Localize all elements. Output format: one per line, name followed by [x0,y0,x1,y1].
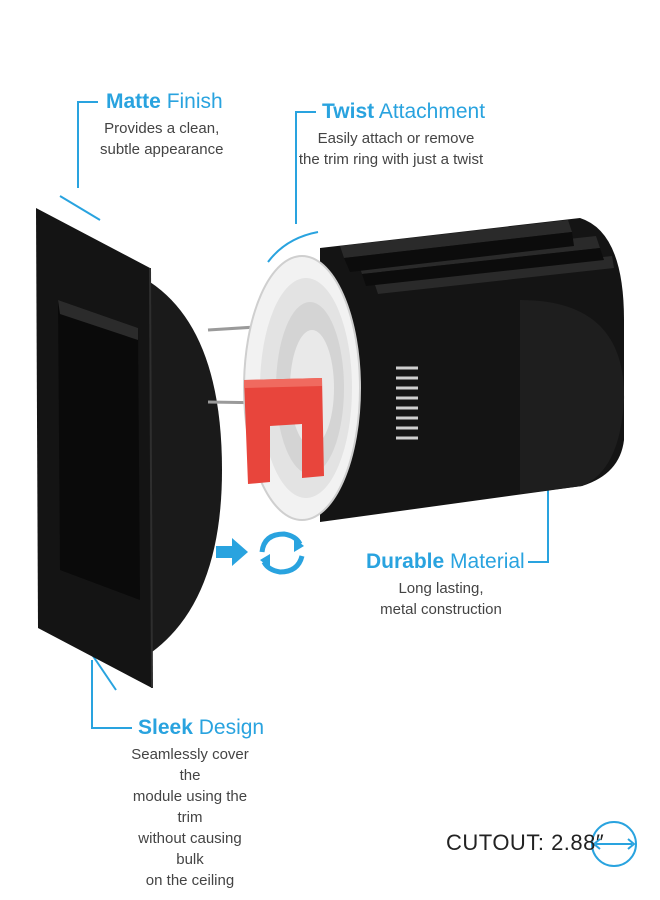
spring-coil [396,366,418,440]
callout-desc: Easily attach or remove the trim ring wi… [299,128,484,170]
callout-title: Twist Attachment [322,100,485,124]
led-module [243,218,625,522]
cutout-value: 2.88″ [551,830,605,855]
callout-title-light: Design [198,716,265,739]
callout-sleek-design: Sleek Design Seamlessly cover the module… [131,716,264,891]
desc-line: metal construction [380,601,502,618]
leader-twist [295,111,316,224]
cutout-spec: CUTOUT: 2.88″ [446,830,604,856]
callout-title-light: Attachment [378,100,486,123]
cutout-label: CUTOUT: [446,830,545,855]
callout-title-bold: Durable [366,550,445,573]
callout-title-bold: Twist [322,100,375,123]
rotate-icon [259,531,305,575]
trim-ring [36,208,222,689]
callout-title: Matte Finish [106,90,223,114]
callout-durable-material: Durable Material Long lasting, metal con… [366,550,525,620]
leader-matte-tick [59,195,101,221]
arrow-right-icon [216,538,248,566]
callout-twist-attachment: Twist Attachment Easily attach or remove… [299,100,485,170]
leader-twist-arc [267,231,319,263]
desc-line: the trim ring with just a twist [298,151,484,168]
desc-line: module using the trim [132,788,248,826]
callout-title: Durable Material [366,550,525,574]
desc-line: subtle appearance [100,141,224,158]
leader-durable [528,480,549,563]
callout-matte-finish: Matte Finish Provides a clean, subtle ap… [100,90,223,160]
desc-line: without causing bulk [138,830,242,868]
leader-sleek [91,660,132,729]
release-clip [244,378,324,484]
desc-line: Easily attach or remove [317,130,475,147]
callout-title-light: Finish [166,90,223,113]
callout-desc: Long lasting, metal construction [366,578,516,620]
desc-line: Seamlessly cover the [131,746,249,784]
callout-desc: Seamlessly cover the module using the tr… [130,744,250,891]
leader-matte [77,101,98,188]
callout-desc: Provides a clean, subtle appearance [100,118,223,160]
callout-title-bold: Matte [106,90,161,113]
callout-title: Sleek Design [138,716,264,740]
diameter-icon [591,821,637,867]
desc-line: on the ceiling [145,872,235,889]
desc-line: Long lasting, [398,580,484,597]
callout-title-bold: Sleek [138,716,193,739]
desc-line: Provides a clean, [104,120,220,137]
callout-title-light: Material [450,550,525,573]
